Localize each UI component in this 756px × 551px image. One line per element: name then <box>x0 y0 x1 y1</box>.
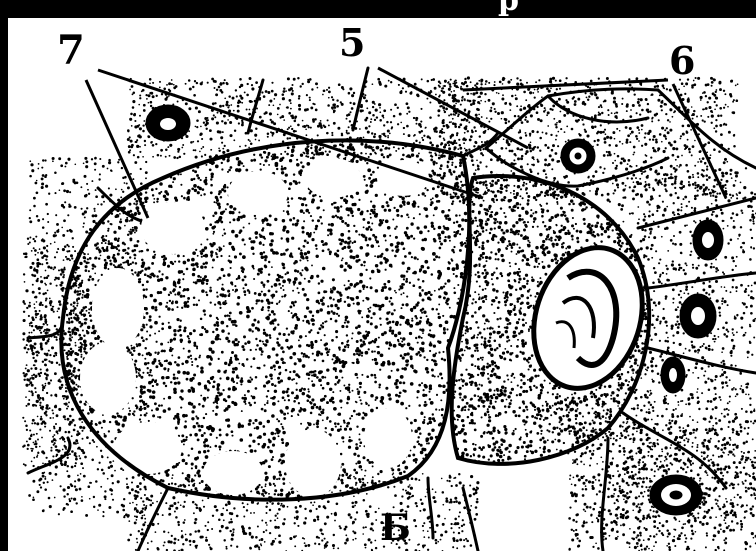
drawing-canvas: 7 5 6 Б <box>8 18 756 551</box>
label-5: 5 <box>339 24 365 62</box>
adjacent-cell <box>436 157 679 490</box>
vacuole <box>305 158 361 198</box>
label-6: 6 <box>669 42 695 80</box>
vacuole <box>364 408 412 468</box>
cell-illustration <box>8 18 756 551</box>
vacuole <box>92 268 144 348</box>
leader-7-a <box>86 80 148 218</box>
vacuole <box>203 451 263 495</box>
label-7: 7 <box>57 31 85 71</box>
vacuole <box>228 171 288 215</box>
vacuole <box>141 202 205 254</box>
vacuole <box>80 342 136 414</box>
vacuole <box>114 422 182 474</box>
cropped-heading-fragment: р <box>498 0 519 16</box>
vacuole <box>285 429 341 497</box>
figure-letter: Б <box>380 510 411 546</box>
